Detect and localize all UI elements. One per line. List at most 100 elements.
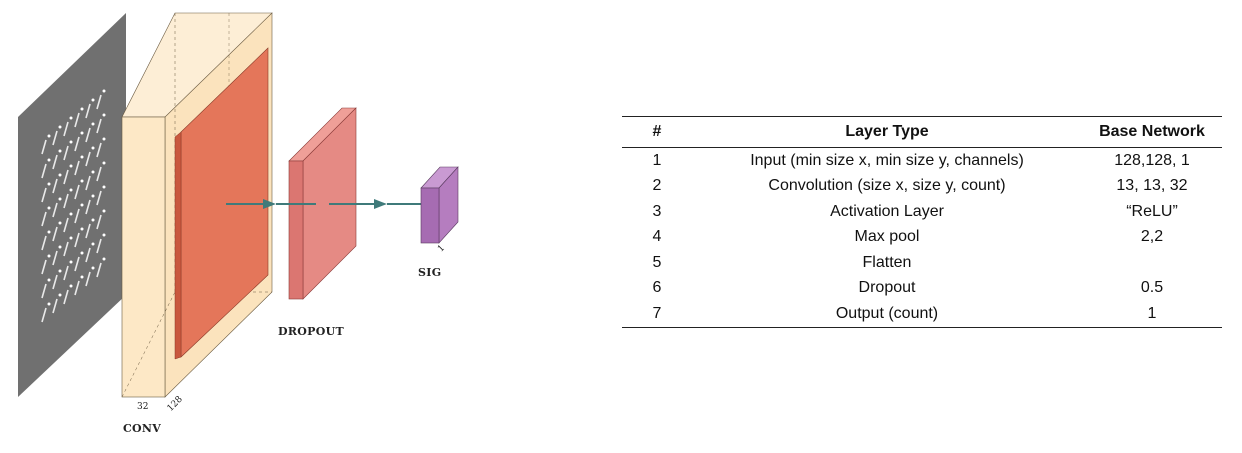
- header-base-network: Base Network: [1099, 123, 1205, 140]
- row-layer-type: Output (count): [835, 304, 939, 322]
- pattern-dot: [80, 203, 84, 207]
- pattern-dot: [102, 233, 106, 237]
- pattern-dash: [85, 271, 91, 287]
- sig-label: SIG: [418, 266, 441, 279]
- row-base-network: 2,2: [1140, 228, 1164, 246]
- pattern-dash: [74, 160, 80, 176]
- pattern-dot: [69, 140, 73, 144]
- table-row: 4 Max pool 2,2: [622, 225, 1222, 251]
- pattern-dot: [58, 293, 62, 297]
- pattern-dash: [96, 142, 102, 158]
- row-base-network: 0.5: [1140, 279, 1164, 297]
- row-index: 4: [652, 228, 662, 246]
- pattern-dot: [69, 164, 73, 168]
- pattern-dot: [102, 89, 106, 93]
- pattern-dash: [96, 190, 102, 206]
- pattern-dash: [41, 187, 47, 203]
- pattern-dot: [91, 146, 95, 150]
- network-diagram: 32 128 CONV DROPOUT 1 SIG: [18, 12, 459, 435]
- pattern-dot: [47, 206, 51, 210]
- sig-dim: 1: [436, 243, 447, 254]
- arrowhead-conv-dropout: [263, 199, 276, 209]
- pattern-dash: [96, 166, 102, 182]
- pattern-dash: [96, 238, 102, 254]
- pattern-dot: [91, 242, 95, 246]
- pattern-dash: [41, 163, 47, 179]
- header-index: #: [652, 123, 662, 140]
- pattern-dot: [91, 194, 95, 198]
- conv-dim-a: 32: [137, 402, 148, 412]
- conv-front-face: [121, 116, 166, 398]
- pattern-dot: [58, 173, 62, 177]
- pattern-dot: [47, 134, 51, 138]
- pattern-dot: [80, 155, 84, 159]
- pattern-dot: [80, 179, 84, 183]
- pattern-dot: [69, 260, 73, 264]
- row-index: 7: [652, 304, 662, 322]
- table-header-row: # Layer Type Base Network: [622, 116, 1222, 148]
- pattern-dot: [47, 158, 51, 162]
- pattern-dash: [74, 112, 80, 128]
- pattern-dot: [102, 209, 106, 213]
- pattern-dot: [69, 212, 73, 216]
- pattern-dash: [52, 298, 58, 314]
- pattern-dash: [85, 127, 91, 143]
- pattern-dot: [91, 98, 95, 102]
- row-base-network: [1082, 250, 1222, 276]
- pattern-dash: [52, 130, 58, 146]
- pattern-dot: [80, 251, 84, 255]
- row-base-network: 128,128, 1: [1114, 151, 1190, 169]
- pattern-dash: [74, 256, 80, 272]
- pattern-dot: [80, 107, 84, 111]
- pattern-dash: [85, 175, 91, 191]
- pattern-dash: [52, 226, 58, 242]
- pattern-dot: [47, 302, 51, 306]
- pattern-dash: [63, 217, 69, 233]
- pattern-dot: [47, 278, 51, 282]
- pattern-dot: [58, 125, 62, 129]
- input-image: [18, 13, 126, 397]
- pattern-dash: [96, 262, 102, 278]
- pattern-dot: [69, 284, 73, 288]
- pattern-dash: [85, 199, 91, 215]
- pattern-dash: [41, 307, 47, 323]
- pattern-dash: [85, 223, 91, 239]
- row-layer-type: Flatten: [862, 253, 912, 271]
- pattern-dot: [69, 236, 73, 240]
- row-base-network: 1: [1147, 304, 1157, 322]
- pattern-dash: [85, 247, 91, 263]
- pattern-dash: [41, 283, 47, 299]
- pattern-dash: [74, 184, 80, 200]
- pattern-dot: [91, 122, 95, 126]
- table-row: 1 Input (min size x, min size y, channel…: [622, 148, 1222, 174]
- table-row: 5 Flatten: [622, 250, 1222, 276]
- conv-dim-b: 128: [166, 394, 185, 413]
- row-layer-type: Input (min size x, min size y, channels): [750, 151, 1024, 169]
- conv-inner-front: [174, 131, 182, 360]
- pattern-dash: [41, 235, 47, 251]
- table-row: 2 Convolution (size x, size y, count) 13…: [622, 174, 1222, 200]
- pattern-dot: [102, 257, 106, 261]
- pattern-dash: [41, 139, 47, 155]
- pattern-dash: [63, 193, 69, 209]
- row-layer-type: Convolution (size x, size y, count): [768, 177, 1006, 195]
- dropout-front-face: [288, 160, 304, 300]
- pattern-dash: [96, 118, 102, 134]
- sig-layer: [420, 166, 459, 244]
- row-index: 2: [652, 177, 662, 195]
- table-row: 3 Activation Layer “ReLU”: [622, 199, 1222, 225]
- pattern-dash: [63, 289, 69, 305]
- header-layer-type: Layer Type: [845, 123, 929, 140]
- pattern-dash: [52, 202, 58, 218]
- pattern-dot: [58, 197, 62, 201]
- arrowhead-dropout-sig: [374, 199, 387, 209]
- pattern-dash: [96, 214, 102, 230]
- row-index: 1: [652, 151, 662, 169]
- pattern-dash: [52, 154, 58, 170]
- pattern-dash: [85, 151, 91, 167]
- conv-layer: [121, 12, 273, 398]
- table-row: 7 Output (count) 1: [622, 301, 1222, 327]
- conv-label: CONV: [123, 422, 161, 435]
- pattern-dot: [69, 116, 73, 120]
- row-layer-type: Max pool: [854, 228, 920, 246]
